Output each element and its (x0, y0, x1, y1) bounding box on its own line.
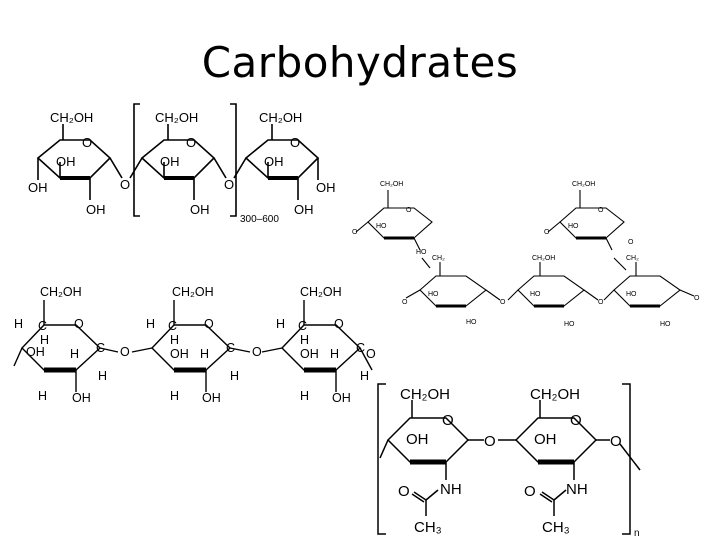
cellulose-h-4: H (40, 333, 49, 347)
chitin-ch2oh-1: CH₂OH (400, 386, 450, 403)
amylose-ring-o-3: O (290, 135, 300, 150)
amylose-ring-o-2: O (186, 135, 196, 150)
amylose-ch2oh-2: CH₂OH (155, 110, 198, 125)
cellulose-oh-5: OH (202, 391, 221, 405)
cellulose-link-o-2: O (252, 345, 262, 359)
amylose-oh-a2: OH (160, 154, 180, 169)
slide-title: Carbohydrates (201, 38, 519, 87)
cellulose-ch2oh-1: CH₂OH (40, 285, 82, 299)
cellulose-h-9: H (330, 347, 339, 361)
chitin-ch3-1: CH₃ (414, 519, 442, 536)
chitin-oh-2: OH (534, 431, 557, 448)
cellulose-h-5: H (170, 333, 179, 347)
amylose-oh-c3: OH (294, 202, 314, 217)
cellulose-h-11: H (230, 369, 239, 383)
cellulose-h-12: H (360, 369, 369, 383)
chitin-ch2oh-2: CH₂OH (530, 386, 580, 403)
glycogen-ho-7: HO (466, 319, 477, 326)
cellulose-h-15: H (300, 389, 309, 403)
glycogen-ch2oh-2: CH₂OH (572, 181, 595, 188)
amylose-oh-a3: OH (264, 154, 284, 169)
glycogen-ho-8: HO (564, 321, 575, 328)
cellulose-c-top-1: C (38, 319, 47, 333)
glycogen-link-o-5: O (598, 299, 604, 306)
cellulose-end-o: O (366, 347, 376, 361)
cellulose-oh-6: OH (332, 391, 351, 405)
amylose-ring-o-1: O (82, 135, 92, 150)
chitin-ring-o-1: O (442, 412, 454, 429)
chitin-carbonyl-o-2: O (524, 483, 536, 500)
chitin-carbonyl-o-1: O (398, 483, 410, 500)
glycogen-ho-2: HO (568, 223, 579, 230)
glycogen-link-o-4: O (500, 299, 506, 306)
glycogen-link-o-6: O (402, 299, 408, 306)
cellulose-c-top-2: C (168, 319, 177, 333)
cellulose-c-top-3: C (298, 319, 307, 333)
amylose-link-o-1: O (120, 177, 130, 192)
glycogen-ho-3: HO (428, 291, 439, 298)
amylose-oh-c1: OH (86, 202, 106, 217)
cellulose-oh-3: OH (300, 347, 319, 361)
chitin-link-o-1: O (484, 433, 496, 450)
glycogen-ho-4: HO (530, 291, 541, 298)
glycogen-link-o-2: O (544, 229, 550, 236)
glycogen-link-o-3: O (628, 239, 634, 246)
glycogen-ho-1: HO (376, 223, 387, 230)
cellulose-h-14: H (170, 389, 179, 403)
amylose-ch2oh-1: CH₂OH (50, 110, 93, 125)
amylose-oh-a1: OH (56, 154, 76, 169)
glycogen-ch2oh-3: CH₂OH (532, 255, 555, 262)
cellulose-ring-o-1: O (74, 317, 84, 331)
cellulose-h-13: H (38, 389, 47, 403)
cellulose-oh-2: OH (170, 347, 189, 361)
chitin-nh-1: NH (440, 481, 462, 498)
cellulose-ring-o-2: O (204, 317, 214, 331)
glycogen-ch2-2: CH₂ (626, 255, 639, 262)
cellulose-ch2oh-3: CH₂OH (300, 285, 342, 299)
cellulose-ch2oh-2: CH₂OH (172, 285, 214, 299)
cellulose-ring-o-3: O (334, 317, 344, 331)
chitin-ch3-2: CH₃ (542, 519, 570, 536)
cellulose-h-6: H (300, 333, 309, 347)
chitin-ring-o-2: O (570, 412, 582, 429)
chitin-repeat-n: n (634, 528, 640, 539)
amylose-oh-b1: OH (28, 180, 48, 195)
cellulose-oh-4: OH (72, 391, 91, 405)
cellulose-h-3: H (276, 317, 285, 331)
cellulose-h-1: H (14, 317, 23, 331)
cellulose-c-right-1: C (96, 341, 105, 355)
amylose-oh-end: OH (316, 180, 336, 195)
cellulose-h-8: H (200, 347, 209, 361)
amylose-ch2oh-3: CH₂OH (259, 110, 302, 125)
chitin-oh-1: OH (406, 431, 429, 448)
glycogen-ring-o-2: O (598, 207, 604, 214)
chitin-nh-2: NH (566, 481, 588, 498)
glycogen-link-o-1: O (352, 229, 358, 236)
cellulose-h-2: H (146, 317, 155, 331)
glycogen-ring-o-1: O (406, 207, 412, 214)
glycogen-ho-5: HO (626, 291, 637, 298)
chitin-link-o-2: O (610, 433, 622, 450)
glycogen-ho-6: HO (416, 249, 427, 256)
cellulose-h-10: H (98, 369, 107, 383)
glycogen-ch2-1: CH₂ (432, 255, 445, 262)
cellulose-link-o-1: O (120, 345, 130, 359)
cellulose-oh-1: OH (26, 345, 45, 359)
amylose-oh-c2: OH (190, 202, 210, 217)
amylose-repeat-count: 300–600 (240, 214, 279, 225)
cellulose-h-7: H (70, 347, 79, 361)
amylose-link-o-2: O (224, 177, 234, 192)
glycogen-link-o-7: O (694, 295, 700, 302)
cellulose-c-right-3: C (356, 341, 365, 355)
glycogen-ch2oh-1: CH₂OH (380, 181, 403, 188)
glycogen-ho-9: HO (660, 321, 671, 328)
cellulose-c-right-2: C (226, 341, 235, 355)
